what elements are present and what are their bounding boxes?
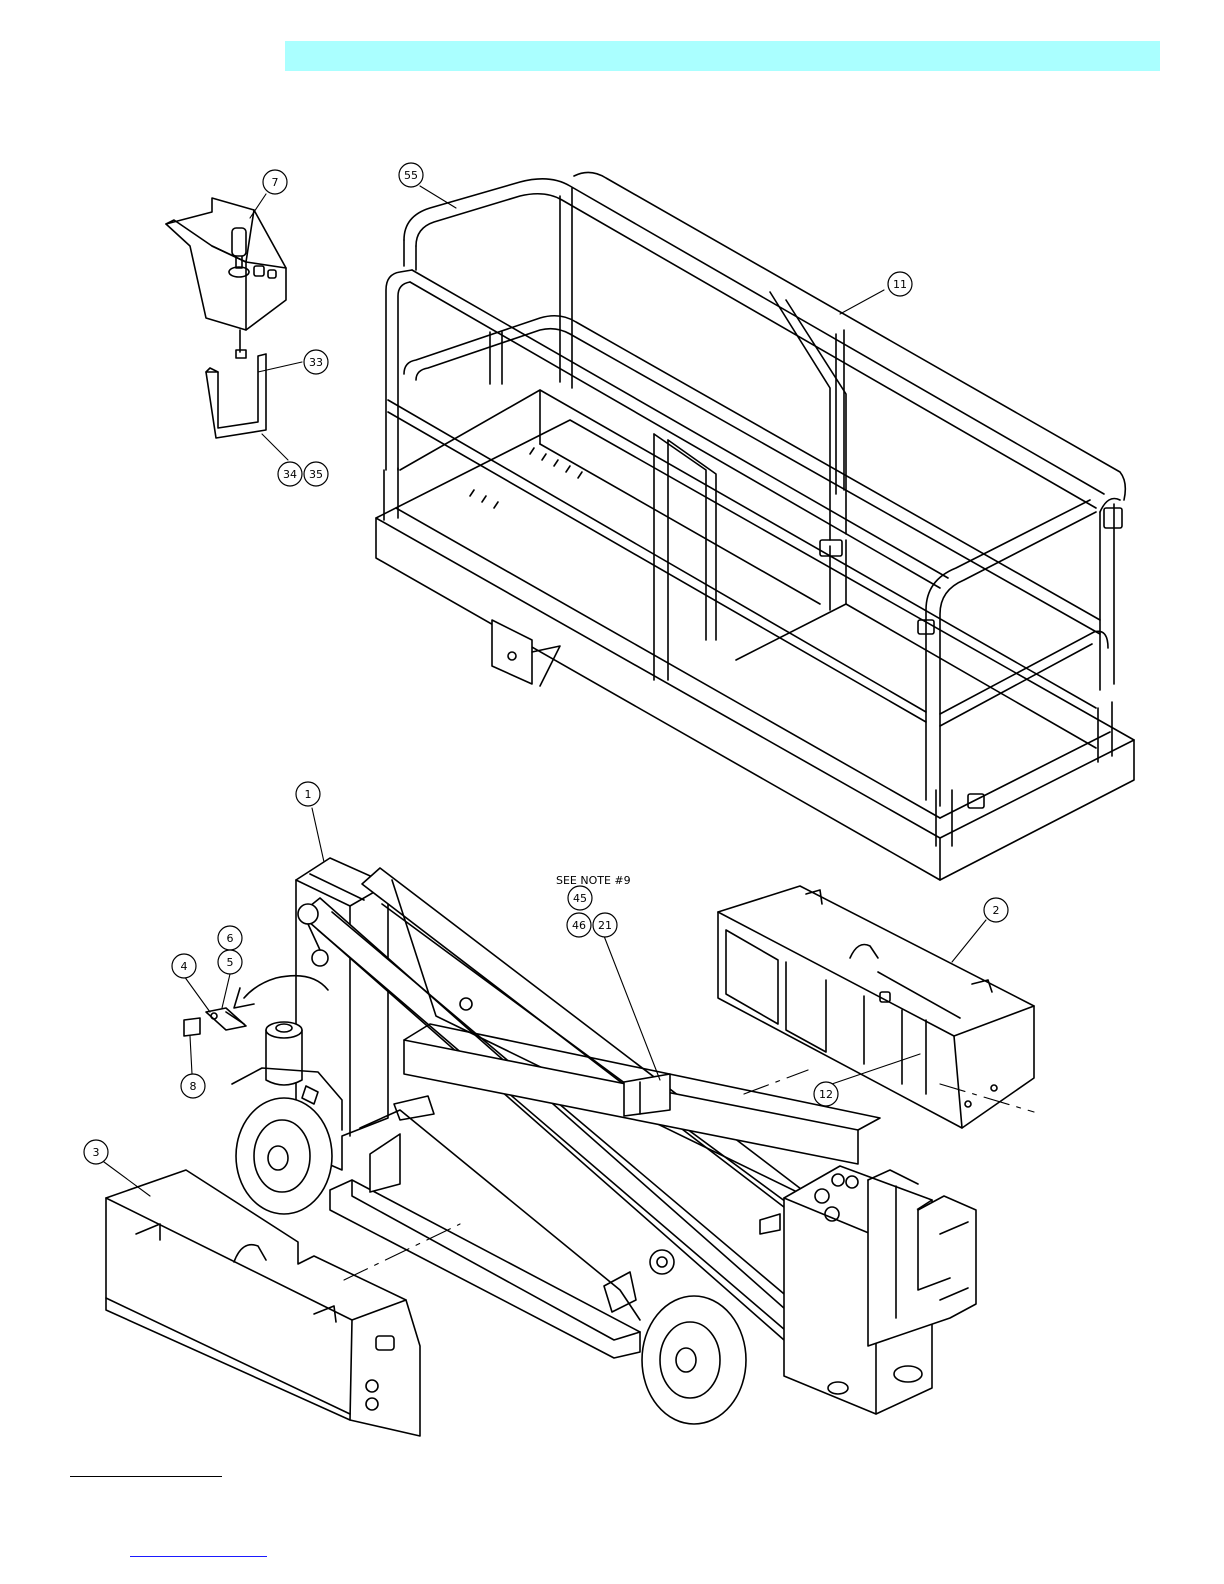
callout-35: 35 bbox=[304, 462, 328, 486]
callout-label: 2 bbox=[993, 904, 1000, 917]
callout-11: 11 bbox=[888, 272, 912, 296]
callout-label: 21 bbox=[598, 919, 612, 932]
callout-12: 12 bbox=[814, 1082, 838, 1106]
callout-45: 45 bbox=[568, 886, 592, 910]
callout-3: 3 bbox=[84, 1140, 108, 1164]
callout-label: 8 bbox=[190, 1080, 197, 1093]
callout-6: 6 bbox=[218, 926, 242, 950]
footer-rule bbox=[70, 1476, 222, 1477]
callout-4: 4 bbox=[172, 954, 196, 978]
callout-5: 5 bbox=[218, 950, 242, 974]
callout-label: 1 bbox=[305, 788, 312, 801]
callout-46: 46 bbox=[567, 913, 591, 937]
callout-label: 46 bbox=[572, 919, 586, 932]
callout-label: 6 bbox=[227, 932, 234, 945]
note-reference: SEE NOTE #9 bbox=[556, 874, 631, 887]
callout-1: 1 bbox=[296, 782, 320, 806]
callout-55: 55 bbox=[399, 163, 423, 187]
callout-21: 21 bbox=[593, 913, 617, 937]
callout-7: 7 bbox=[263, 170, 287, 194]
callout-8: 8 bbox=[181, 1074, 205, 1098]
callout-2: 2 bbox=[984, 898, 1008, 922]
callout-label: 12 bbox=[819, 1088, 833, 1101]
callout-34: 34 bbox=[278, 462, 302, 486]
callout-33: 33 bbox=[304, 350, 328, 374]
footer-link-underline bbox=[130, 1556, 267, 1557]
callout-label: 5 bbox=[227, 956, 234, 969]
callout-label: 3 bbox=[93, 1146, 100, 1159]
callout-label: 34 bbox=[283, 468, 297, 481]
callout-label: 33 bbox=[309, 356, 323, 369]
callout-label: 11 bbox=[893, 278, 907, 291]
callout-label: 35 bbox=[309, 468, 323, 481]
callout-label: 45 bbox=[573, 892, 587, 905]
callout-label: 4 bbox=[181, 960, 188, 973]
callout-label: 55 bbox=[404, 169, 418, 182]
callout-label: 7 bbox=[272, 176, 279, 189]
